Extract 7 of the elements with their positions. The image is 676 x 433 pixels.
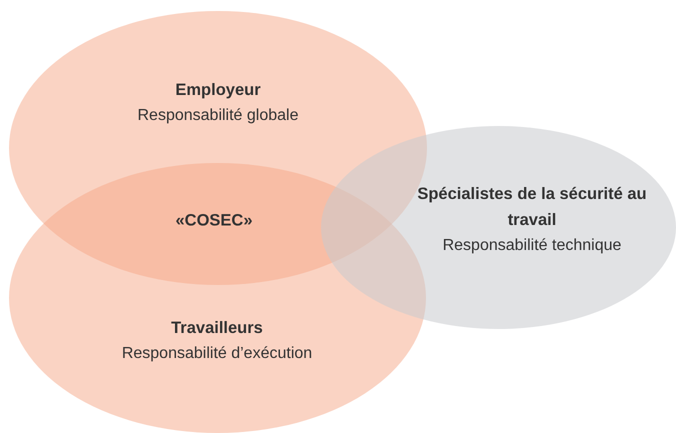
heading-text: Employeur (174, 80, 262, 101)
description-text: Responsabilité technique (442, 236, 622, 256)
description-text: Responsabilité d’exécution (120, 344, 314, 364)
heading-text: Spécialistes de la sécurité au travail (417, 184, 647, 231)
description-text: Responsabilité globale (136, 106, 300, 126)
heading-text: Travailleurs (170, 318, 264, 339)
overlap-label: «COSEC» (175, 212, 253, 230)
